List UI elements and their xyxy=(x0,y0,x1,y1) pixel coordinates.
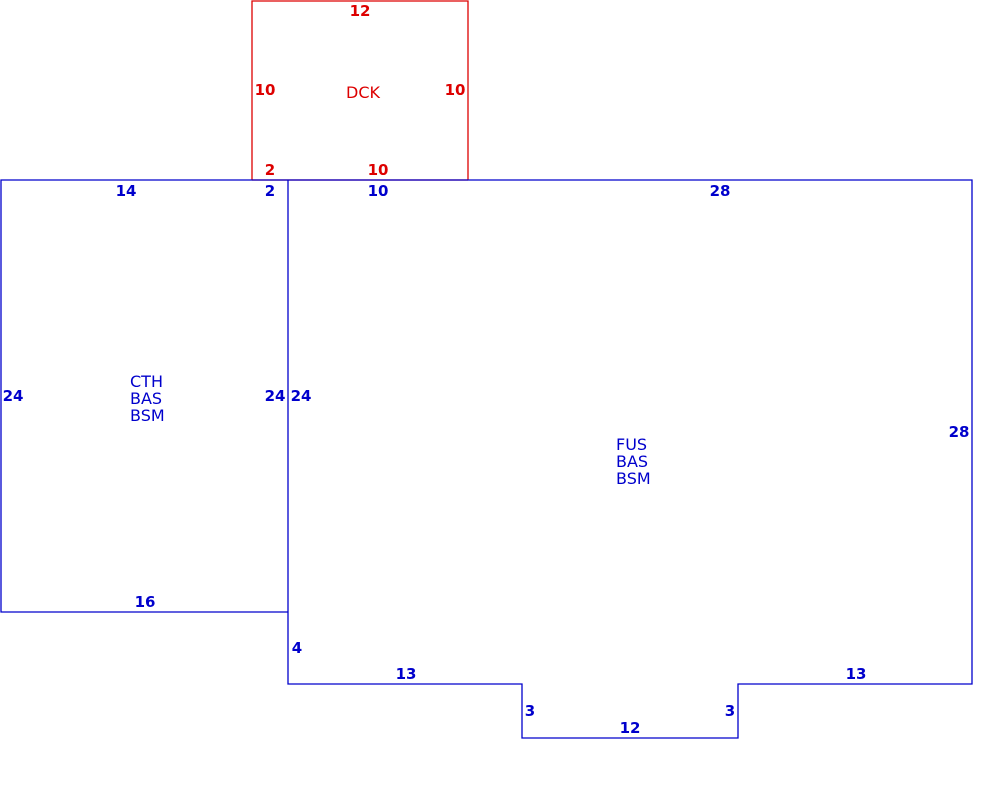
left-wing-dim-bottom: 16 xyxy=(135,593,156,611)
left-wing-outline xyxy=(0,179,288,613)
left-wing-dim-right: 24 xyxy=(265,387,286,405)
deck-dim-left: 10 xyxy=(255,81,276,99)
main-wing-dim-right: 28 xyxy=(949,423,970,441)
main-wing-code-1: FUS xyxy=(616,435,647,454)
deck-area-label: DCK xyxy=(346,83,380,102)
deck-dim-right: 10 xyxy=(445,81,466,99)
left-wing-dim-top-right: 2 xyxy=(265,182,275,200)
left-wing-dim-top: 14 xyxy=(116,182,137,200)
deck-outline xyxy=(251,0,469,180)
left-wing-code-3: BSM xyxy=(130,406,165,425)
deck-dim-bottom-right: 10 xyxy=(368,161,389,179)
left-wing-code-1: CTH xyxy=(130,372,163,391)
main-wing-dim-left-lower: 4 xyxy=(292,639,302,657)
main-wing-dim-bottom-right: 13 xyxy=(846,665,867,683)
left-wing-code-2: BAS xyxy=(130,389,162,408)
main-wing-dim-bottom-left: 13 xyxy=(396,665,417,683)
deck-dim-top: 12 xyxy=(350,2,371,20)
main-wing-code-2: BAS xyxy=(616,452,648,471)
main-wing-dim-left: 24 xyxy=(291,387,312,405)
main-wing-dim-notch-right: 3 xyxy=(725,702,735,720)
main-wing-dim-notch-left: 3 xyxy=(525,702,535,720)
main-wing-dim-top: 28 xyxy=(710,182,731,200)
main-wing-code-3: BSM xyxy=(616,469,651,488)
deck-dim-bottom-left: 2 xyxy=(265,161,275,179)
main-wing-dim-notch-bottom: 12 xyxy=(620,719,641,737)
main-wing-dim-top-left: 10 xyxy=(368,182,389,200)
main-wing-outline xyxy=(287,179,973,739)
left-wing-dim-left: 24 xyxy=(3,387,24,405)
